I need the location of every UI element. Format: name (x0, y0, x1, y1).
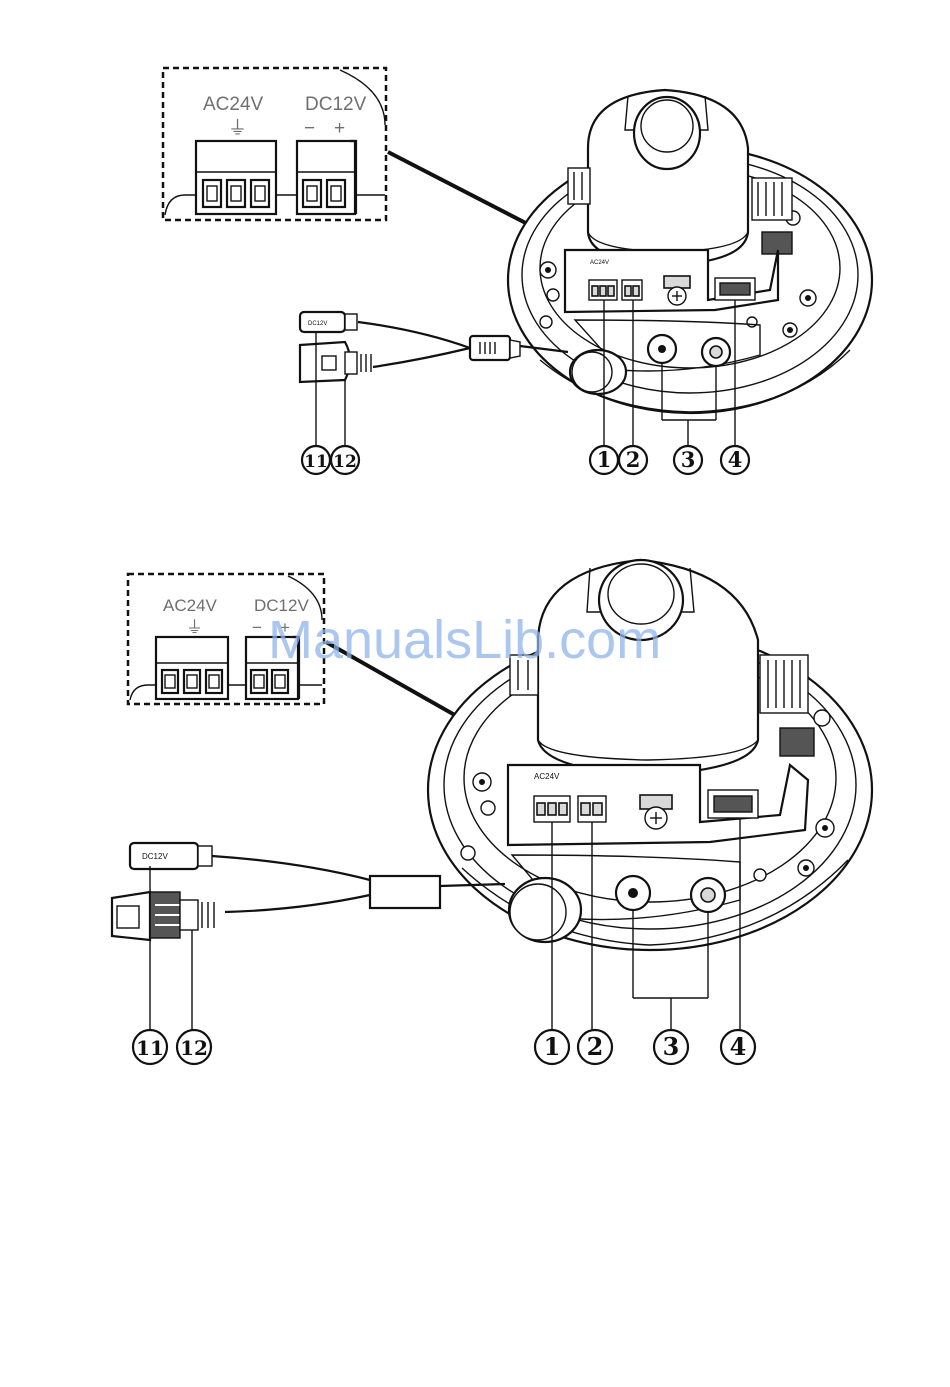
dc-power-plug: DC12V (300, 312, 357, 332)
board-ac-terminal (589, 280, 617, 300)
svg-text:3: 3 (663, 1032, 680, 1061)
inset-minus-symbol: − (304, 118, 315, 139)
inset-dc-terminal-block (297, 141, 356, 214)
callout-2: 2 (619, 446, 647, 474)
figure-1-inset: AC24V DC12V ⏚ − + (163, 68, 386, 220)
svg-text:3: 3 (681, 447, 696, 472)
reset-button (648, 335, 676, 363)
board-label: AC24V (534, 772, 560, 781)
board-dc-terminal (622, 280, 642, 300)
inset-ac-label: AC24V (203, 94, 264, 115)
svg-text:1: 1 (597, 447, 612, 472)
svg-text:11: 11 (136, 1036, 164, 1060)
board-dc-terminal (578, 796, 606, 822)
sd-button (691, 878, 725, 912)
svg-text:4: 4 (730, 1032, 747, 1061)
callout-11: 11 (133, 1030, 167, 1064)
cable-dc-tag: DC12V (308, 321, 327, 327)
callout-4: 4 (721, 446, 749, 474)
inset-plus-symbol: + (334, 118, 345, 139)
callout-3: 3 (654, 1030, 688, 1064)
figure-1-camera: AC24V (508, 90, 872, 413)
svg-text:12: 12 (333, 452, 357, 472)
desiccant-cap (509, 878, 581, 942)
reset-button (616, 876, 650, 910)
svg-text:2: 2 (587, 1032, 604, 1061)
callout-11: 11 (302, 446, 330, 474)
inset-dc-label: DC12V (305, 94, 367, 115)
board-ac-terminal (534, 796, 570, 822)
callout-1: 1 (590, 446, 618, 474)
board-rj45-port (708, 790, 758, 818)
network-jack (300, 342, 371, 382)
inset-ac-label: AC24V (163, 596, 218, 615)
callout-12: 12 (177, 1030, 211, 1064)
inset-ground-symbol: ⏚ (186, 618, 203, 637)
svg-text:2: 2 (626, 447, 641, 472)
desiccant-cap (570, 350, 626, 394)
network-jack (112, 892, 214, 940)
svg-text:4: 4 (728, 447, 743, 472)
callout-1: 1 (535, 1030, 569, 1064)
cable-dc-tag: DC12V (142, 852, 168, 861)
board-rj45-port (715, 278, 755, 300)
inset-ac-terminal-block (196, 141, 276, 214)
svg-text:12: 12 (180, 1036, 208, 1060)
figure-2-cables: DC12V (112, 843, 505, 940)
figure-2-callouts: 1 2 3 4 11 12 (133, 1030, 755, 1064)
board-label: AC24V (590, 260, 609, 266)
dc-power-plug: DC12V (130, 843, 212, 869)
figure-1: AC24V DC12V ⏚ − + (163, 68, 872, 474)
callout-2: 2 (578, 1030, 612, 1064)
watermark-text: ManualsLib.com (268, 610, 661, 670)
inset-ac-terminal-block (156, 637, 228, 699)
inset-minus-symbol: − (252, 618, 262, 637)
callout-3: 3 (674, 446, 702, 474)
svg-text:1: 1 (544, 1032, 561, 1061)
inset-ground-symbol: ⏚ (228, 118, 247, 139)
sd-button (702, 338, 730, 366)
figure-1-callouts: 1 2 3 4 11 12 (302, 446, 749, 474)
side-module-left (568, 168, 590, 204)
svg-text:11: 11 (304, 452, 328, 472)
callout-12: 12 (331, 446, 359, 474)
callout-4: 4 (721, 1030, 755, 1064)
